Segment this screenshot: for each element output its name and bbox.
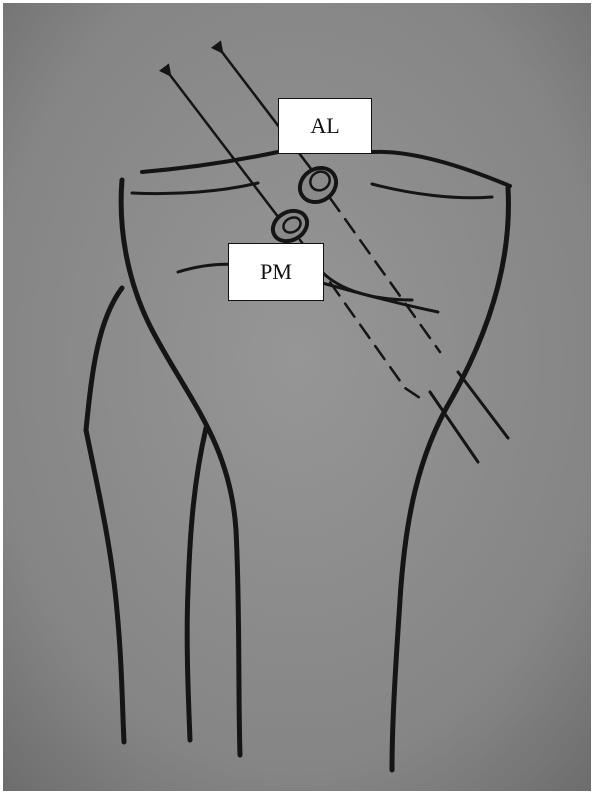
pm-label: PM [228,243,324,301]
al-label: AL [278,98,372,154]
